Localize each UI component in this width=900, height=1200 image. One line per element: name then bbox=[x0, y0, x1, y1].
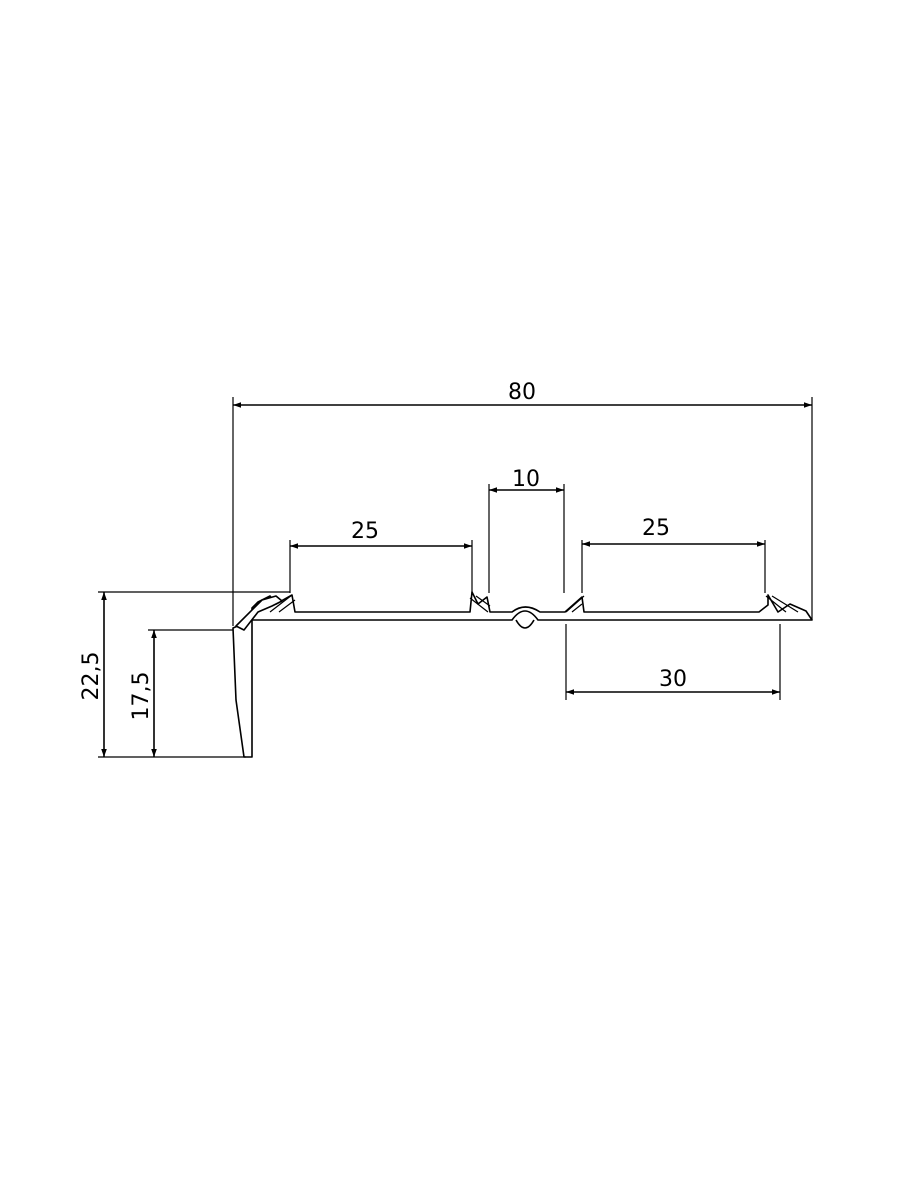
profile-teeth-right bbox=[565, 595, 799, 613]
dim-label-left-channel: 25 bbox=[351, 519, 379, 544]
dimension-lines bbox=[101, 402, 812, 757]
dimension-labels: 80 25 10 25 30 22,5 17,5 bbox=[79, 380, 687, 720]
dim-label-total-height: 22,5 bbox=[79, 652, 104, 701]
profile-left-lip bbox=[235, 595, 283, 631]
profile-vertical-leg bbox=[232, 619, 253, 758]
dim-label-overall-width: 80 bbox=[508, 380, 536, 405]
extension-lines bbox=[98, 397, 813, 758]
dim-label-right-bottom: 30 bbox=[659, 667, 687, 692]
profile-outline bbox=[232, 591, 813, 758]
profile-center-bump bbox=[515, 619, 535, 629]
profile-top-flange bbox=[251, 591, 813, 621]
dim-label-right-channel: 25 bbox=[642, 516, 670, 541]
profile-teeth-left bbox=[269, 594, 491, 613]
dim-label-center-gap: 10 bbox=[512, 467, 540, 492]
dim-label-leg-height: 17,5 bbox=[129, 672, 154, 721]
